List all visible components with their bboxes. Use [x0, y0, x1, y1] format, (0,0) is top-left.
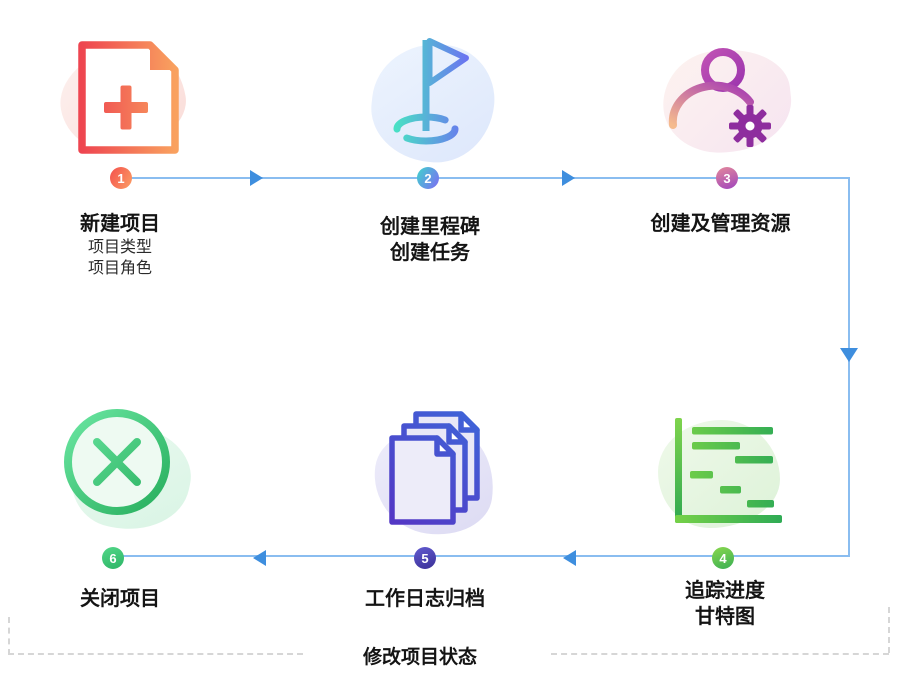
gear-icon [729, 105, 771, 147]
step-2-title: 创建里程碑 [380, 216, 480, 238]
step-1-label: 新建项目 项目类型 项目角色 [40, 211, 200, 279]
step-4-label: 追踪进度 甘特图 [645, 578, 805, 630]
step-2-label: 创建里程碑 创建任务 [350, 214, 510, 266]
gantt-chart-icon [675, 418, 782, 523]
step-2-title: 创建任务 [390, 242, 470, 264]
step-5-label: 工作日志归档 [335, 586, 515, 612]
step-1-title: 新建项目 [80, 213, 160, 235]
step-1-badge: 1 [110, 167, 132, 189]
user-gear-icon [668, 48, 771, 147]
flow-line-right [848, 177, 850, 557]
flow-line-top [121, 177, 850, 179]
flow-line-bottom [113, 555, 850, 557]
arrow-down-icon [840, 348, 858, 362]
step-3-badge: 3 [716, 167, 738, 189]
dashed-border-left [8, 617, 10, 655]
milestone-flag-icon [393, 38, 469, 145]
close-circle-icon [64, 409, 170, 515]
footer-label-text: 修改项目状态 [362, 647, 477, 668]
documents-stack-icon [389, 411, 480, 525]
arrow-left-icon [253, 550, 266, 566]
step-4-title: 追踪进度 [685, 580, 765, 602]
step-3-title: 创建及管理资源 [650, 213, 791, 235]
step-1-subtitle: 项目类型 [87, 239, 152, 256]
dashed-border-right [888, 607, 890, 653]
footer-label: 修改项目状态 [320, 645, 520, 671]
step-5-badge: 5 [414, 547, 436, 569]
step-4-title: 甘特图 [695, 606, 755, 628]
step-5-title: 工作日志归档 [365, 588, 485, 610]
arrow-right-icon [562, 170, 575, 186]
step-4-badge: 4 [712, 547, 734, 569]
step-2-badge: 2 [417, 167, 439, 189]
arrow-right-icon [250, 170, 263, 186]
dashed-border-bottom-left [8, 653, 303, 655]
step-6-label: 关闭项目 [40, 586, 200, 612]
step-1-subtitle: 项目角色 [87, 260, 152, 277]
step-3-label: 创建及管理资源 [618, 211, 823, 237]
step-6-badge: 6 [102, 547, 124, 569]
new-document-plus-icon [78, 41, 179, 154]
arrow-left-icon [563, 550, 576, 566]
step-6-title: 关闭项目 [80, 588, 160, 610]
dashed-border-bottom-right [551, 653, 889, 655]
